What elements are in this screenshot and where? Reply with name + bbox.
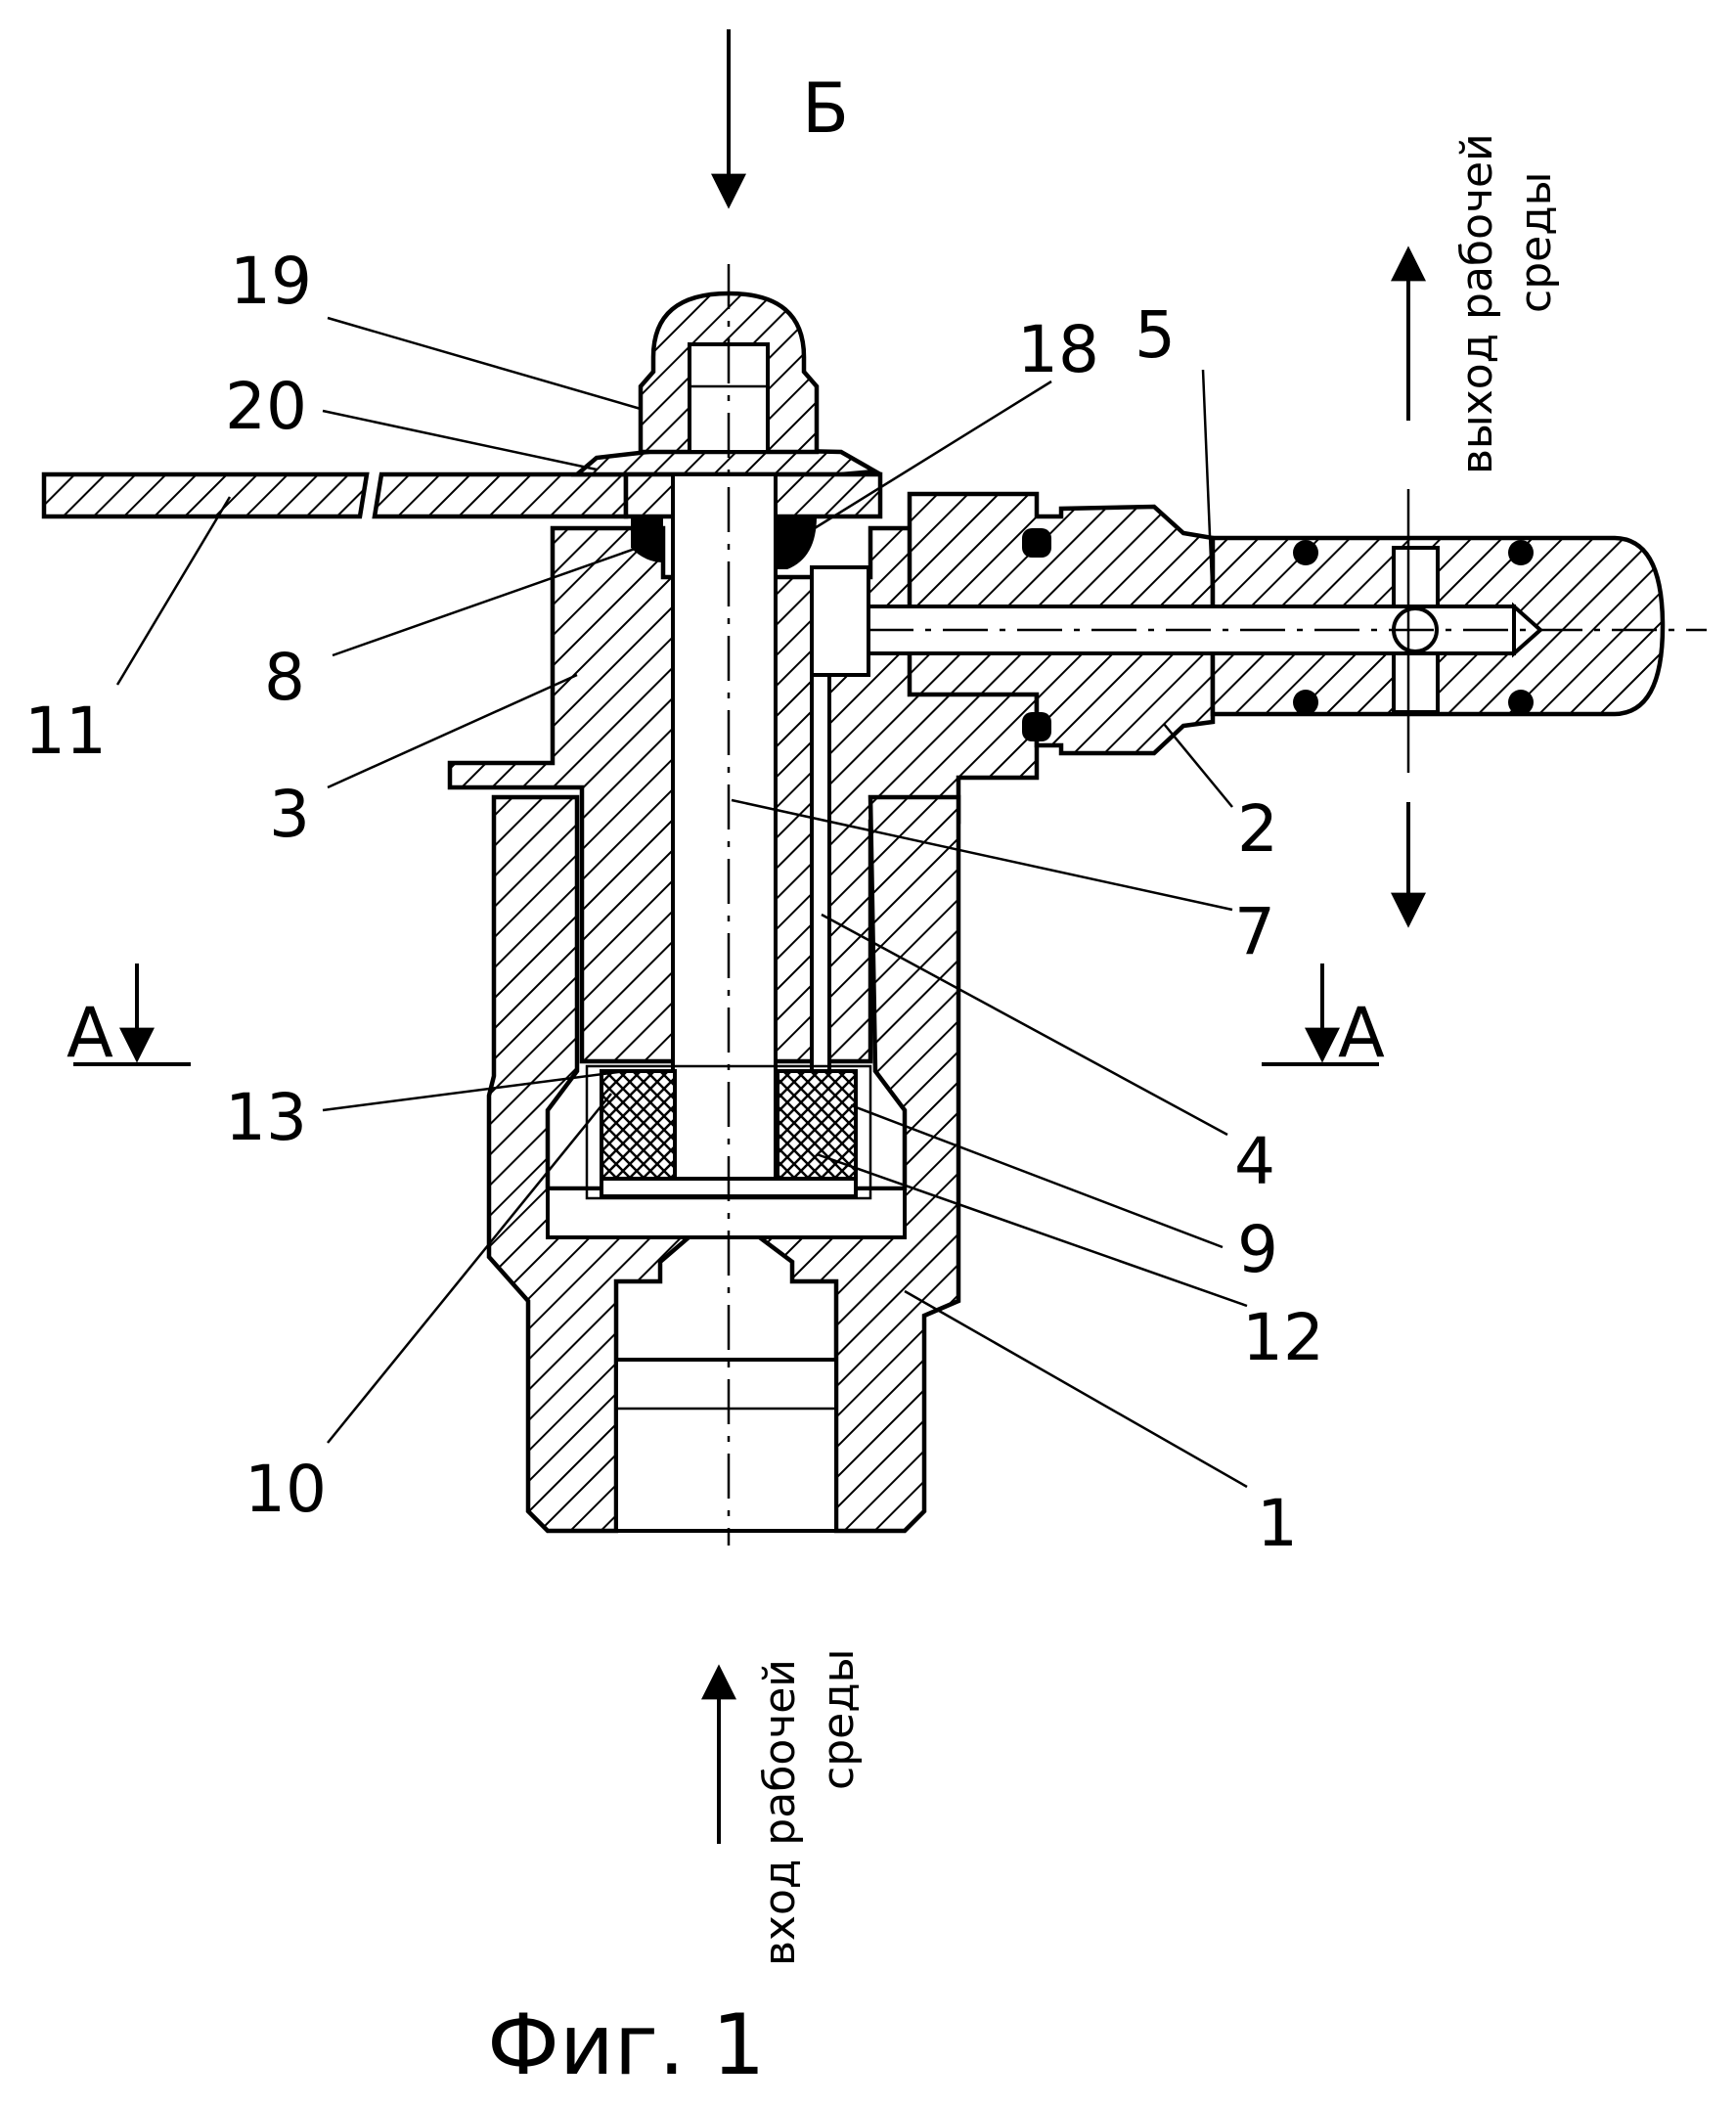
section-a-left-label: А: [67, 993, 113, 1073]
callout-8: 8: [264, 640, 305, 715]
callout-5: 5: [1135, 297, 1176, 373]
callout-12: 12: [1242, 1300, 1324, 1375]
inlet-label-line1: вход рабочей: [755, 1659, 805, 1966]
callout-9: 9: [1237, 1212, 1278, 1287]
callout-1: 1: [1257, 1486, 1298, 1561]
stem: [673, 474, 776, 1223]
callout-13: 13: [225, 1080, 307, 1155]
callout-18: 18: [1017, 312, 1099, 387]
callout-11: 11: [24, 694, 107, 769]
callout-2: 2: [1237, 791, 1278, 867]
callout-7: 7: [1234, 894, 1275, 969]
callout-20: 20: [225, 369, 307, 444]
seal-ring-right: [778, 516, 817, 569]
callout-10: 10: [245, 1452, 327, 1527]
lever-handle: [44, 474, 626, 516]
filter-right: [778, 1071, 856, 1188]
outlet-label-line1: выход рабочей: [1452, 133, 1502, 474]
callout-4: 4: [1234, 1124, 1275, 1199]
figure-caption: Фиг. 1: [487, 1996, 766, 2094]
channel-port: [812, 567, 868, 675]
callout-3: 3: [269, 777, 310, 852]
section-a-right-label: А: [1338, 993, 1385, 1073]
view-b-label: Б: [802, 68, 849, 149]
inlet-label-line2: среды: [814, 1649, 864, 1790]
outlet-label-line2: среды: [1511, 172, 1561, 313]
filter-left: [601, 1071, 675, 1188]
callout-19: 19: [230, 244, 312, 319]
